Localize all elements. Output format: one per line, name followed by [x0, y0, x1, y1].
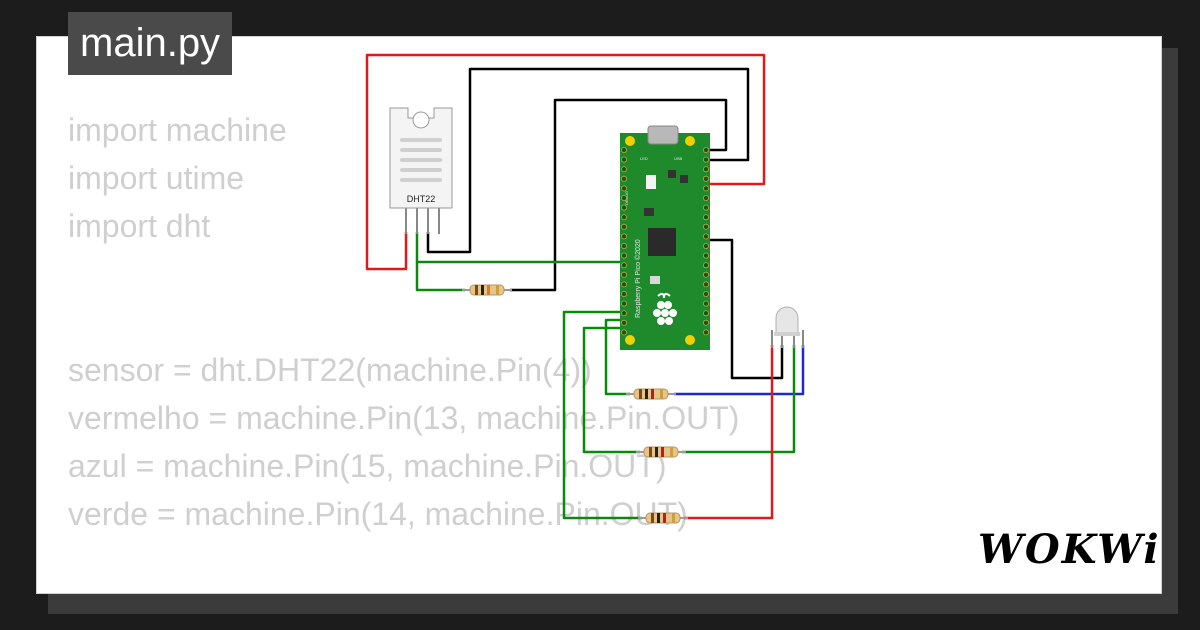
wire-green-led [682, 345, 796, 454]
code-line: vermelho = machine.Pin(13, machine.Pin.O… [68, 400, 740, 436]
wire-green-gpio15 [604, 318, 630, 396]
wire-black-resistor [510, 98, 728, 292]
board-name: Raspberry Pi Pico ©2020 [634, 239, 642, 318]
resistor [462, 284, 512, 296]
pin-pad [703, 233, 710, 240]
pin-pad [621, 290, 628, 297]
pin-pad [621, 233, 628, 240]
file-name-tab[interactable]: main.py [68, 12, 233, 75]
wire-black-led [704, 238, 784, 380]
wire-green-gpio14 [582, 326, 640, 454]
wokwi-logo: WOKWi [978, 526, 1161, 573]
pin-header-left [621, 146, 628, 336]
code-line: while True: [68, 586, 739, 594]
pin-pad [621, 310, 628, 317]
resistor [626, 388, 676, 400]
pin-pad [621, 175, 628, 182]
resistor [636, 446, 686, 458]
pin-pad [621, 262, 628, 269]
pin-pad [703, 156, 710, 163]
wire-green-resistor [415, 262, 465, 292]
code-preview: import machine import utime import dht sens… [68, 106, 739, 594]
pin-pad [621, 319, 628, 326]
code-line: import dht [68, 208, 211, 244]
pin-pad [703, 175, 710, 182]
code-line: import utime [68, 160, 245, 196]
pin-pad [703, 252, 710, 259]
pin-pad [621, 271, 628, 278]
pin-pad [703, 204, 710, 211]
usb-label: USB [674, 156, 683, 161]
pin-pad [703, 185, 710, 192]
pin-pad [621, 156, 628, 163]
wire-red-led [684, 345, 774, 520]
pin-pad [703, 214, 710, 221]
pin-pad [703, 300, 710, 307]
pin-pad [703, 194, 710, 201]
raspberry-logo [653, 292, 677, 325]
pin-pad [621, 329, 628, 336]
pin-pad [621, 252, 628, 259]
pin-pad [621, 214, 628, 221]
pin-pad [703, 262, 710, 269]
pin-pad [703, 290, 710, 297]
code-line: verde = machine.Pin(14, machine.Pin.OUT) [68, 496, 688, 532]
pin-pad [621, 300, 628, 307]
pico-board: LED USB Raspberry Pi Pico ©2020 DEBUG [620, 125, 710, 350]
project-card[interactable]: import machine import utime import dht sens… [36, 36, 1162, 594]
resistor [638, 512, 688, 524]
code-line: sensor = dht.DHT22(machine.Pin(4)) [68, 352, 592, 388]
code-line: import machine [68, 112, 287, 148]
pin-pad [621, 194, 628, 201]
code-line: azul = machine.Pin(15, machine.Pin.OUT) [68, 448, 667, 484]
pin-pad [621, 223, 628, 230]
pin-pad [703, 166, 710, 173]
pin-header-right [703, 146, 710, 336]
pin-pad [621, 146, 628, 153]
sensor-label: DHT22 [407, 194, 436, 204]
wire-green-gpio13 [562, 310, 642, 520]
pin-pad [703, 271, 710, 278]
pin-pad [621, 204, 628, 211]
wire-red-power [365, 53, 766, 271]
wire-black-ground [426, 67, 750, 254]
pin-pad [703, 310, 710, 317]
wire-blue-led [674, 345, 805, 396]
pin-pad [621, 281, 628, 288]
pin-pad [621, 166, 628, 173]
pin-pad [703, 223, 710, 230]
pin-pad [703, 281, 710, 288]
pin-pad [703, 242, 710, 249]
pin-pad [703, 319, 710, 326]
wire-green-data [415, 232, 624, 264]
pin-pad [703, 329, 710, 336]
pin-pad [621, 185, 628, 192]
dht22-sensor: DHT22 [389, 107, 453, 234]
led-label: LED [640, 156, 648, 161]
pin-pad [621, 242, 628, 249]
rgb-led [771, 306, 804, 348]
pin-pad [703, 146, 710, 153]
